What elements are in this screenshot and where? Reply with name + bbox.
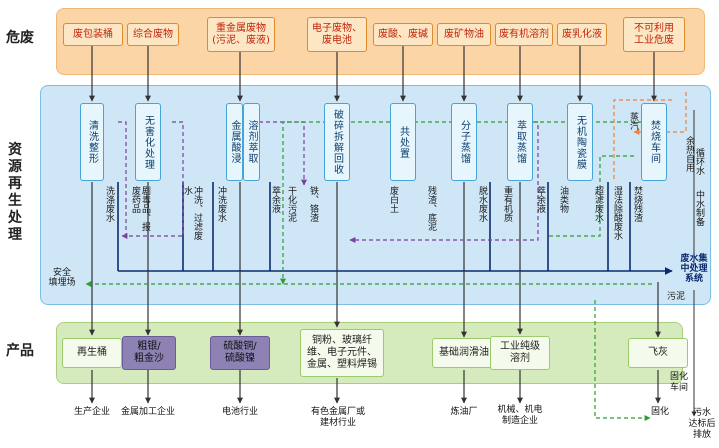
product-copper-glass-electronics: 铜粉、玻璃纤 维、电子元件、 金属、塑料焊锡: [300, 329, 384, 377]
section-recycle-title: 资源再生处理: [8, 142, 22, 243]
safe-landfill: 安全 填埋场: [48, 268, 76, 288]
outlet-solidification: 固化: [650, 407, 669, 417]
outlet-refinery: 炼油厂: [450, 407, 478, 417]
process-co-disposal: 共处置: [390, 103, 416, 181]
label-oily-matter: 油类物: [558, 186, 568, 213]
section-hazardous-title: 危废: [6, 30, 34, 46]
label-dried-sludge: 干化污泥: [286, 186, 296, 222]
outlet-manufacturers: 生产企业: [73, 407, 110, 417]
label-wet-deacid-wastewater: 湿法除酸废水: [612, 186, 622, 240]
product-base-lubricant: 基础润滑油: [432, 338, 496, 368]
hazard-waste-packaging-drum: 废包装桶: [63, 23, 123, 46]
product-recycled-drum: 再生桶: [62, 338, 122, 368]
label-reclaimed-water: 中水制备: [694, 190, 704, 226]
label-incineration-residue: 焚烧残渣: [632, 186, 642, 222]
hazard-electronic-waste: 电子废物、 废电池: [307, 17, 367, 52]
label-raffinate-2: 萃余液: [535, 186, 545, 213]
outlet-metal-processing: 金属加工企业: [120, 407, 175, 417]
label-wash-wastewater: 洗涤废水: [104, 186, 114, 222]
hazard-heavy-metal-waste: 重金属废物 (污泥、废液): [207, 17, 275, 52]
outlet-discharge-standard: 污水 达标后 排放: [688, 408, 716, 440]
process-molecular-distillation: 分子蒸馏: [451, 103, 477, 181]
label-residue-sludge: 残渣、底泥: [426, 186, 436, 231]
label-solidification-workshop: 固化 车间: [669, 372, 688, 393]
label-raffinate-1: 萃余液: [270, 186, 280, 213]
product-copper-nickel-sulfate: 硫酸铜/ 硫酸镍: [210, 336, 270, 370]
outlet-nonferrous-building: 有色金属厂或 建材行业: [310, 407, 365, 428]
label-heavy-organics: 重有机质: [502, 186, 512, 222]
label-toxic-drugs: 剧毒品、报废药品: [130, 186, 150, 231]
product-industrial-solvent: 工业纯级 溶剂: [490, 336, 550, 370]
label-dewatering-wastewater: 脱水废水: [477, 186, 487, 222]
label-waste-clay: 废白土: [388, 186, 398, 213]
product-crude-silver-gold: 粗银/ 粗金沙: [122, 336, 176, 370]
process-crushing-dismantling: 破碎拆解回收: [324, 103, 350, 181]
process-harmless-treatment: 无害化处理: [135, 103, 161, 181]
outlet-machinery-makers: 机械、机电 制造企业: [497, 405, 543, 426]
product-fly-ash: 飞灰: [628, 338, 688, 368]
label-iron-chrome-slag: 铁、铬渣: [308, 186, 318, 222]
label-waste-heat-reuse: 余热自用: [684, 136, 694, 172]
label-rinse-wastewater: 冲洗废水: [216, 186, 226, 222]
process-cleaning-shaping: 清洗整形: [80, 103, 104, 181]
hazard-mineral-oil: 废矿物油: [437, 23, 491, 46]
process-solvent-extraction: 溶剂萃取: [243, 103, 260, 181]
label-ultrafiltration-wastewater: 超滤废水: [593, 186, 603, 222]
process-incineration-workshop: 焚烧车间: [641, 103, 667, 181]
hazard-mixed-waste: 综合废物: [127, 23, 179, 46]
wastewater-treatment-system: 废水集 中处理 系统: [680, 254, 708, 284]
label-circulating-water: 循环水: [694, 148, 704, 175]
hazard-organic-solvent: 废有机溶剂: [495, 23, 553, 46]
label-steam: 蒸汽: [628, 112, 638, 130]
process-inorganic-ceramic-membrane: 无机陶瓷膜: [567, 103, 593, 181]
section-products-title: 产品: [6, 343, 34, 359]
hazard-acid-alkali: 废酸、废碱: [373, 23, 433, 46]
label-rinse-filter-wastewater: 冲洗、过滤废水: [182, 186, 202, 240]
label-sludge: 污泥: [666, 292, 685, 302]
hazard-non-usable-industrial: 不可利用 工业危废: [623, 17, 685, 52]
hazard-emulsion: 废乳化液: [557, 23, 607, 46]
outlet-battery-industry: 电池行业: [221, 407, 258, 417]
process-metal-acid-leaching: 金属酸浸: [226, 103, 243, 181]
process-extractive-distillation: 萃取蒸馏: [507, 103, 533, 181]
